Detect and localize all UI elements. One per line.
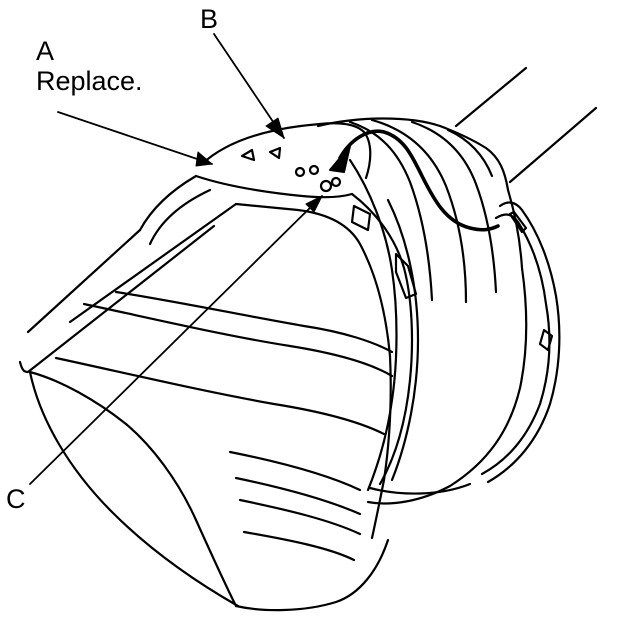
- large-clamp-window-2: [394, 252, 418, 300]
- housing-rim-inner: [148, 188, 212, 246]
- housing-stripe-6: [238, 498, 362, 536]
- large-clamp-window-1: [350, 204, 372, 232]
- housing-upper-line: [26, 228, 142, 334]
- clamp-pin-2: [330, 176, 342, 188]
- housing-end-right: [370, 354, 392, 540]
- large-clamp-tab-1: [240, 148, 256, 162]
- large-clamp-tab-3: [294, 166, 306, 178]
- line-art: [18, 33, 598, 612]
- large-clamp-tab-4: [308, 164, 320, 176]
- housing-front-left: [28, 370, 198, 522]
- boot-inner-curve-2: [386, 198, 420, 482]
- cut-arrow-head: [329, 145, 351, 173]
- housing-rim: [138, 174, 198, 232]
- small-clamp-tab: [538, 328, 554, 352]
- housing-stripe-7: [242, 530, 356, 562]
- small-band-clamp: [486, 201, 561, 484]
- large-clamp-tab-2: [268, 146, 282, 160]
- boot-lower-edge: [368, 482, 472, 495]
- housing-stripe-1: [82, 302, 394, 378]
- housing-stripe-4: [228, 450, 362, 492]
- small-clamp-slot: [508, 210, 528, 234]
- leader-arrow-c: [305, 195, 323, 213]
- leader-arrow-a: [195, 151, 213, 167]
- housing-stripe-2: [54, 356, 386, 436]
- callout-c-letter: C: [6, 484, 26, 514]
- boot-fold-4: [446, 128, 494, 178]
- callout-b-letter: B: [200, 4, 219, 34]
- leader-arrow-b: [265, 117, 285, 139]
- leader-line-b: [213, 33, 285, 139]
- housing-top-edge: [234, 202, 392, 358]
- large-band-clamp-edge: [194, 174, 354, 199]
- boot-inner-curve: [348, 158, 398, 492]
- housing-front-left-2: [194, 518, 238, 608]
- leader-line-c: [29, 195, 323, 485]
- housing-stripe-5: [234, 476, 362, 516]
- housing-face: [234, 538, 390, 612]
- small-band-clamp-inner: [480, 213, 551, 476]
- boot-fold-3: [410, 120, 498, 294]
- clamp-pin: [319, 179, 333, 193]
- housing-stripe-3: [114, 290, 394, 354]
- housing-upper-line-2: [68, 202, 238, 324]
- drive-shaft: [454, 66, 598, 184]
- housing-rear-edge: [28, 370, 240, 608]
- large-band-clamp: [200, 122, 372, 180]
- cut-arrow-line: [338, 129, 500, 232]
- callout-a-letter: A: [36, 36, 55, 66]
- large-clamp-lower-edge: [350, 192, 414, 486]
- boot-bellows: [316, 117, 528, 505]
- leader-line-a: [57, 111, 213, 165]
- boot-fold-1: [348, 120, 434, 302]
- housing-outer-left: [18, 224, 216, 374]
- callout-a-note: Replace.: [36, 66, 143, 96]
- boot-fold-2: [370, 118, 468, 304]
